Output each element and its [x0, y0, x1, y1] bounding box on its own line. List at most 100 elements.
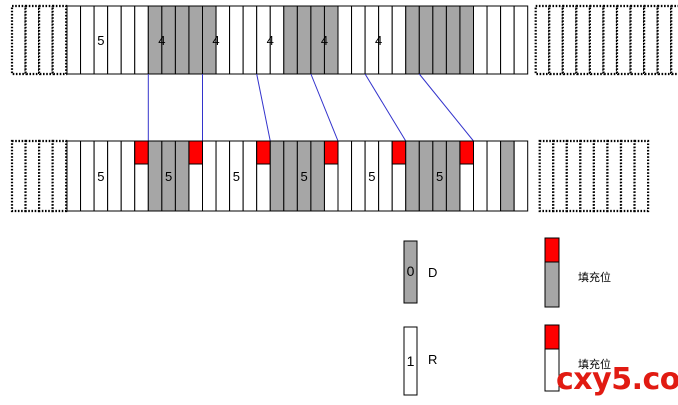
- top-idle-right-cell: [575, 4, 591, 76]
- bottom-row-one-bit: [202, 140, 217, 212]
- legend-zero-value: 0: [407, 263, 415, 279]
- bottom-idle-right-cell: [579, 139, 595, 213]
- legend-stuff-white-bottom: [544, 348, 560, 392]
- top-idle-right-cell: [670, 4, 678, 76]
- bottom-row-one-bit: [486, 140, 502, 212]
- top-row-one-bit: [391, 5, 407, 75]
- bottom-row-group-count: 5: [436, 169, 443, 184]
- top-row-one-bit: [229, 5, 244, 75]
- top-row-group-count: 4: [158, 33, 165, 48]
- top-row-group-count: 4: [375, 33, 382, 48]
- top-row-zero-bit: [188, 5, 203, 75]
- legend-one-label: R: [428, 352, 437, 367]
- top-row-one-bit: [337, 5, 353, 75]
- bottom-idle-left-cell: [37, 139, 54, 213]
- bottom-row-zero-bit: [418, 140, 434, 212]
- bottom-idle-left-cell: [51, 139, 68, 213]
- bottom-row-one-bit: [215, 140, 231, 212]
- bottom-row-stuff-flag: [188, 140, 203, 165]
- bottom-row-zero-bit: [147, 140, 163, 212]
- stuff-link-line: [364, 73, 407, 142]
- top-row-one-bit: [80, 5, 95, 75]
- bottom-idle-right-cell: [592, 139, 609, 213]
- top-idle-left-cell: [37, 4, 54, 76]
- bottom-row-stuff-flag: [323, 140, 339, 165]
- top-row-zero-bit: [296, 5, 312, 75]
- top-row-one-bit: [351, 5, 366, 75]
- bottom-row-stuff-flag: [391, 140, 407, 165]
- legend-one-value: 1: [407, 353, 415, 369]
- bottom-row-idle-left: [10, 139, 68, 213]
- bottom-idle-left-cell: [24, 139, 41, 213]
- top-row-one-bit: [107, 5, 122, 75]
- top-idle-right-cell: [548, 4, 564, 76]
- top-idle-right-cell: [642, 4, 659, 76]
- bottom-row-one-bit: [473, 140, 488, 212]
- bottom-row-zero-bit: [500, 140, 515, 212]
- bottom-row-zero-bit: [269, 140, 285, 212]
- bottom-row-zero-bit: [405, 140, 420, 212]
- top-row-zero-bit: [283, 5, 298, 75]
- top-row-one-bit: [486, 5, 502, 75]
- bottom-idle-left-cell: [10, 139, 27, 213]
- top-row-zero-bit: [418, 5, 434, 75]
- bottom-row-zero-bit: [445, 140, 461, 212]
- bottom-row-group-count: 5: [97, 169, 104, 184]
- bottom-row-stuff-flag: [256, 140, 271, 165]
- bottom-row-one-bit: [107, 140, 122, 212]
- bottom-row-one-bit: [120, 140, 136, 212]
- bottom-row-zero-bit: [174, 140, 190, 212]
- top-idle-right-cell: [602, 4, 619, 76]
- legend: 0 D 1 R 填充位 填充位: [403, 237, 611, 396]
- bottom-idle-right-cell: [606, 139, 623, 213]
- bottom-row-one-bit: [80, 140, 95, 212]
- watermark-text: cxy5.com: [556, 362, 678, 397]
- legend-stuff-white-top: [544, 324, 560, 350]
- top-row-one-bit: [473, 5, 488, 75]
- bottom-row-zero-bit: [283, 140, 298, 212]
- top-row-one-bit: [500, 5, 515, 75]
- legend-zero-label: D: [428, 265, 437, 280]
- top-row-zero-bit: [459, 5, 475, 75]
- bottom-idle-right-cell: [619, 139, 636, 213]
- legend-stuff-gray-bottom: [544, 261, 560, 308]
- bottom-row-one-bit: [351, 140, 366, 212]
- bottom-row-stuff-flag: [459, 140, 475, 165]
- bottom-row-one-bit: [337, 140, 353, 212]
- top-idle-right-cell: [615, 4, 632, 76]
- bottom-row-idle-right: [538, 139, 650, 213]
- bottom-row-one-bit: [513, 140, 529, 212]
- top-idle-right-cell: [534, 4, 551, 76]
- bottom-row-group-count: 5: [165, 169, 172, 184]
- top-row-zero-bit: [432, 5, 447, 75]
- top-row-group-count: 4: [267, 33, 274, 48]
- legend-stuff-gray-top: [544, 237, 560, 263]
- bottom-idle-right-cell: [538, 139, 555, 213]
- top-idle-left-cell: [10, 4, 27, 76]
- top-row-group-count: 5: [97, 33, 104, 48]
- top-row-one-bit: [513, 5, 529, 75]
- top-idle-right-cell: [561, 4, 578, 76]
- stuff-link-line: [310, 73, 339, 142]
- stuff-link-lines: [147, 73, 474, 142]
- top-idle-left-cell: [24, 4, 41, 76]
- bottom-idle-right-cell: [552, 139, 568, 213]
- top-idle-right-cell: [588, 4, 605, 76]
- bottom-idle-right-cell: [633, 139, 650, 213]
- bottom-row-zero-bit: [310, 140, 325, 212]
- legend-stuff-gray-label: 填充位: [578, 270, 611, 284]
- top-idle-left-cell: [51, 4, 68, 76]
- top-idle-right-cell: [656, 4, 673, 76]
- bottom-row-stuff-flag: [134, 140, 149, 165]
- top-row-zero-bit: [405, 5, 420, 75]
- top-row-one-bit: [134, 5, 149, 75]
- bottom-row-group-count: 5: [233, 169, 240, 184]
- bottom-row-one-bit: [66, 140, 82, 212]
- top-row-idle-right: [534, 4, 678, 76]
- stuff-link-line: [256, 73, 271, 142]
- top-row-group-count: 4: [212, 33, 219, 48]
- top-row-one-bit: [242, 5, 258, 75]
